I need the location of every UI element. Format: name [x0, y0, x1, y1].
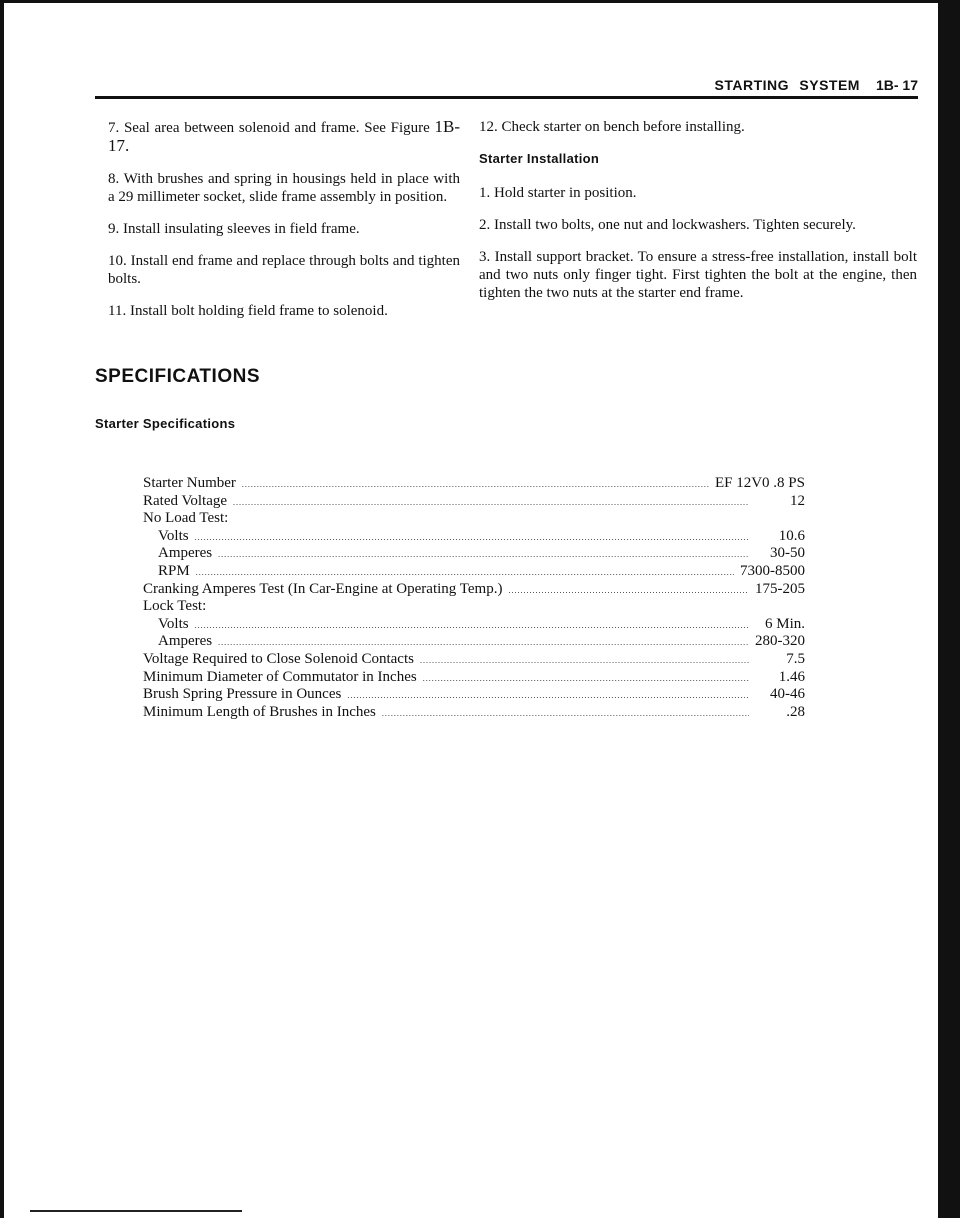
spec-row: Amperes 280-320: [143, 633, 805, 651]
section-title: STARTING SYSTEM: [714, 77, 860, 93]
install-step-2: 2. Install two bolts, one nut and lockwa…: [479, 217, 856, 233]
dot-leader: [420, 652, 749, 670]
dot-leader: [195, 529, 749, 547]
dot-leader: [196, 564, 734, 582]
step-7: 7. Seal area between solenoid and frame.…: [108, 117, 460, 155]
spec-value: .28: [786, 703, 805, 720]
spec-label: Amperes: [158, 633, 213, 650]
spec-label: Minimum Length of Brushes in Inches: [143, 703, 376, 720]
install-step-3: 3. Install support bracket. To ensure a …: [479, 249, 918, 301]
spec-label: Minimum Diameter of Commutator in Inches: [143, 668, 417, 685]
spec-value: 10.6: [778, 527, 805, 544]
spec-row: Starter Number EF 12V0 .8 PS: [143, 475, 805, 493]
step-9: 9. Install insulating sleeves in field f…: [108, 221, 360, 237]
install-step-1: 1. Hold starter in position.: [479, 185, 637, 201]
page-footer-rule: [30, 1210, 242, 1212]
starter-specifications-heading: Starter Specifications: [95, 416, 236, 431]
starter-installation-heading: Starter Installation: [479, 151, 600, 166]
spec-value: 7300-8500: [740, 562, 805, 579]
dot-leader: [218, 634, 749, 652]
specifications-heading: SPECIFICATIONS: [95, 366, 260, 387]
step-10: 10. Install end frame and replace throug…: [108, 253, 460, 287]
right-column: 12. Check starter on bench before instal…: [479, 118, 917, 316]
scan-border-left: [0, 0, 4, 1218]
spec-row: RPM 7300-8500: [143, 563, 805, 581]
spec-value: 30-50: [770, 545, 805, 562]
spec-row: Minimum Length of Brushes in Inches .28: [143, 704, 805, 722]
spec-row: Amperes 30-50: [143, 545, 805, 563]
spec-label: Volts: [158, 527, 189, 544]
dot-leader: [242, 476, 709, 494]
spec-row: Minimum Diameter of Commutator in Inches…: [143, 669, 805, 687]
spec-value: 175-205: [755, 580, 805, 597]
left-column: 7. Seal area between solenoid and frame.…: [108, 118, 460, 334]
spec-row: Lock Test:: [143, 598, 805, 616]
spec-label: Cranking Amperes Test (In Car-Engine at …: [143, 580, 503, 597]
step-12: 12. Check starter on bench before instal…: [479, 119, 745, 135]
dot-leader: [382, 705, 749, 723]
spec-value: EF 12V0 .8 PS: [714, 475, 805, 491]
figure-reference: 1B-17.: [108, 117, 460, 155]
scan-border-right: [938, 0, 960, 1218]
spec-label: Lock Test:: [143, 598, 207, 615]
scan-border-top: [0, 0, 960, 3]
spec-row: Brush Spring Pressure in Ounces 40-46: [143, 686, 805, 704]
spec-value: 40-46: [770, 686, 805, 703]
spec-value: 6 Min.: [764, 615, 805, 632]
dot-leader: [347, 687, 749, 705]
dot-leader: [508, 582, 749, 600]
spec-table: Starter Number EF 12V0 .8 PS Rated Voltage…: [143, 475, 805, 721]
spec-row: Volts 10.6: [143, 528, 805, 546]
spec-label: Volts: [158, 615, 189, 632]
spec-label: RPM: [158, 562, 190, 579]
spec-label: Amperes: [158, 545, 213, 562]
spec-row: Rated Voltage 12: [143, 493, 805, 511]
step-8: 8. With brushes and spring in housings h…: [108, 171, 460, 205]
header-rule: [95, 96, 918, 99]
spec-label: Rated Voltage: [143, 492, 228, 509]
dot-leader: [218, 546, 749, 564]
spec-label: No Load Test:: [143, 510, 229, 527]
spec-row: No Load Test:: [143, 510, 805, 528]
spec-label: Starter Number: [143, 475, 236, 491]
page-header: STARTING SYSTEM 1B- 17: [580, 74, 919, 96]
dot-leader: [195, 617, 749, 635]
step-11: 11. Install bolt holding field frame to …: [108, 303, 388, 319]
spec-row: Voltage Required to Close Solenoid Conta…: [143, 651, 805, 669]
spec-row: Cranking Amperes Test (In Car-Engine at …: [143, 581, 805, 599]
dot-leader: [233, 494, 749, 512]
spec-value: 12: [790, 492, 805, 509]
spec-label: Voltage Required to Close Solenoid Conta…: [143, 650, 414, 667]
spec-value: 7.5: [786, 650, 805, 667]
spec-value: 1.46: [778, 668, 805, 685]
spec-row: Volts 6 Min.: [143, 616, 805, 634]
spec-label: Brush Spring Pressure in Ounces: [143, 686, 342, 703]
dot-leader: [423, 670, 749, 688]
spec-value: 280-320: [755, 633, 805, 650]
page-number: 1B- 17: [875, 77, 918, 93]
